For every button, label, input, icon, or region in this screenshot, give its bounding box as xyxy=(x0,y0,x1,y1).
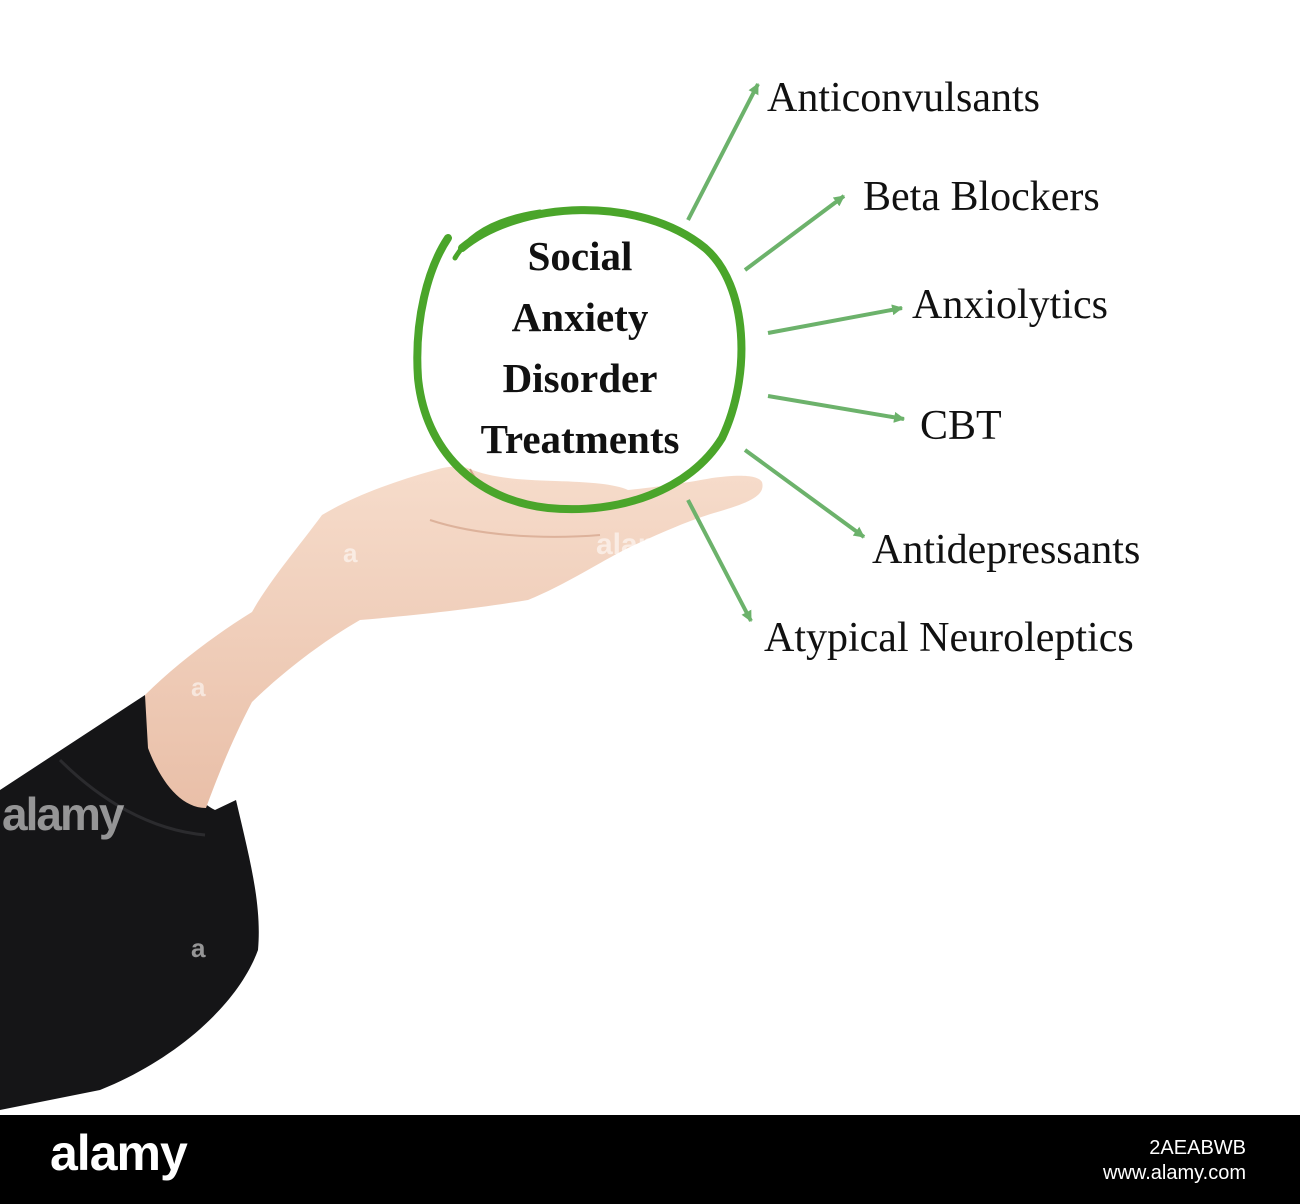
treatment-atypical-neuroleptics: Atypical Neuroleptics xyxy=(764,615,1134,661)
hand xyxy=(145,466,763,808)
center-circle-overstroke xyxy=(452,209,543,261)
arrow-atypical-neuroleptics xyxy=(686,499,753,622)
arrow-antidepressants xyxy=(743,448,866,539)
treatment-anticonvulsants: Anticonvulsants xyxy=(767,75,1040,121)
palm-crease xyxy=(429,519,601,538)
center-title-line-1: Social xyxy=(527,233,633,279)
side-watermark: alamy xyxy=(2,788,124,840)
arrow-beta-blockers xyxy=(743,194,846,272)
center-circle xyxy=(413,206,746,514)
sleeve-fold xyxy=(58,758,206,837)
watermark-middle: alam xyxy=(596,528,665,561)
arrow-anxiolytics xyxy=(767,304,904,335)
treatment-beta-blockers: Beta Blockers xyxy=(863,174,1100,220)
treatment-antidepressants: Antidepressants xyxy=(872,527,1141,573)
arrow-cbt xyxy=(767,394,906,423)
center-title-line-4: Treatments xyxy=(480,416,680,462)
watermark-letter: a xyxy=(343,538,358,568)
watermark-letter: a xyxy=(191,672,206,702)
center-title-line-3: Disorder xyxy=(502,355,658,401)
site-url: www.alamy.com xyxy=(1103,1162,1246,1184)
treatment-cbt: CBT xyxy=(920,403,1002,449)
treatment-anxiolytics: Anxiolytics xyxy=(912,282,1108,328)
footer-info: 2AEABWB www.alamy.com xyxy=(1103,1136,1246,1186)
arrow-anticonvulsants xyxy=(686,83,760,221)
center-title-line-2: Anxiety xyxy=(511,294,649,340)
footer-logo: alamy xyxy=(50,1125,188,1181)
footer-bar xyxy=(0,1115,1300,1204)
watermark-letter: a xyxy=(191,933,206,963)
image-id: 2AEABWB xyxy=(1149,1137,1246,1159)
